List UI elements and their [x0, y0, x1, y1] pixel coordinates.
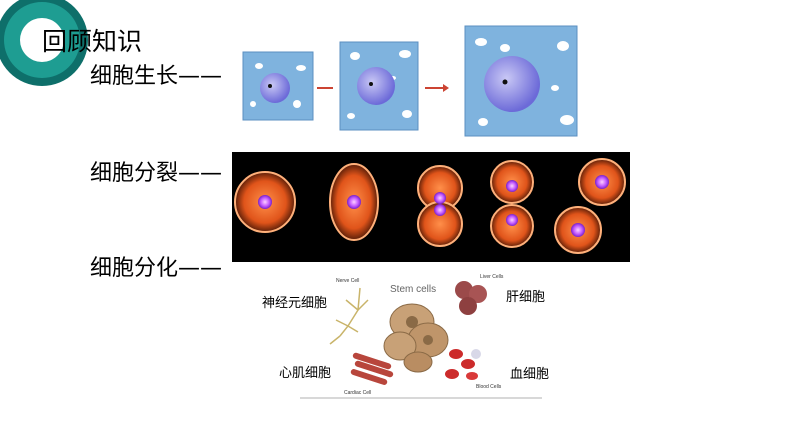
growth-cell-large: [465, 26, 577, 136]
liver-cells-caption: Liver Cells: [480, 274, 504, 280]
growth-cell-medium: [340, 42, 418, 130]
slide-title: 回顾知识: [42, 27, 142, 57]
blood-cells-caption: Blood Cells: [476, 384, 502, 390]
blood-cells-drawing: [445, 349, 481, 380]
label-neuron: 神经元细胞: [262, 296, 327, 312]
stem-cells-caption: Stem cells: [390, 284, 436, 295]
row-label-growth: 细胞生长——: [90, 63, 222, 91]
liver-cells-drawing: [455, 281, 487, 315]
division-stage-4: [491, 161, 533, 247]
cardiac-cell-caption: Cardiac Cell: [344, 390, 371, 396]
growth-cell-small: [243, 52, 313, 120]
label-blood: 血细胞: [510, 367, 549, 383]
label-liver: 肝细胞: [506, 290, 545, 306]
label-heart: 心肌细胞: [279, 366, 331, 382]
nerve-cell-caption: Nerve Cell: [336, 278, 359, 284]
stem-cells-drawing: [384, 304, 448, 372]
row-label-division: 细胞分裂——: [90, 160, 222, 188]
division-stage-3: [418, 166, 462, 246]
cell-growth-image: [237, 18, 587, 146]
cell-division-image: [232, 152, 630, 262]
division-stage-1: [235, 172, 295, 232]
row-label-differentiation: 细胞分化——: [90, 255, 222, 283]
division-stage-2: [330, 164, 378, 240]
nerve-cell-drawing: [330, 288, 368, 344]
cardiac-cells-drawing: [350, 352, 394, 386]
division-stage-5: [555, 159, 625, 253]
